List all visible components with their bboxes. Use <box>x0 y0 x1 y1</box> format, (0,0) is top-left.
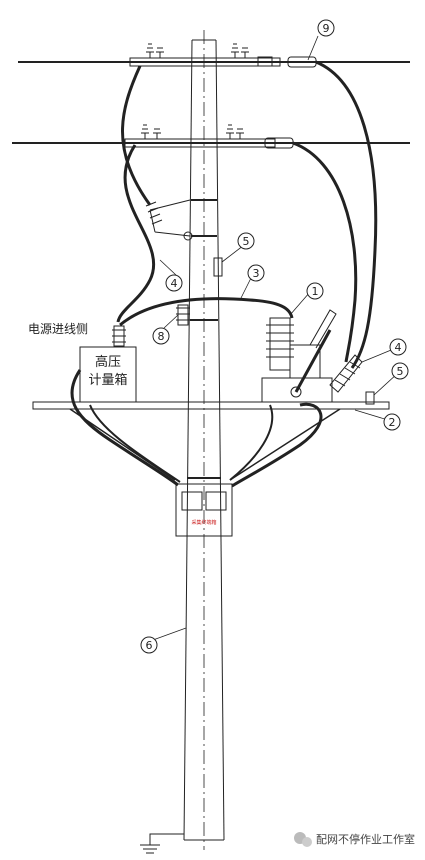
equipment-platform <box>32 401 390 410</box>
upper-insulator-right <box>231 43 273 67</box>
svg-text:9: 9 <box>323 22 330 35</box>
bracket-insulator <box>145 199 193 241</box>
callout-4-right: 4 <box>389 338 407 356</box>
callout-leaders <box>152 35 399 641</box>
watermark: 配网不停作业工作室 <box>294 832 415 847</box>
clamp-5-pole <box>213 257 223 277</box>
upper-crossarm <box>129 57 281 67</box>
callout-2: 2 <box>383 413 401 431</box>
cable-left-upper <box>116 65 156 323</box>
svg-text:6: 6 <box>146 639 153 652</box>
svg-text:3: 3 <box>253 267 260 280</box>
cable-3 <box>119 297 294 327</box>
vacuum-switch <box>261 317 333 403</box>
meter-box <box>79 346 137 403</box>
arrester-8 <box>176 304 190 326</box>
terminal-panel-label: 采集终端箱 <box>191 519 216 526</box>
utility-pole <box>183 30 225 850</box>
svg-text:4: 4 <box>395 341 402 354</box>
clamp-5-right <box>365 391 375 405</box>
lower-insulator-right <box>226 124 244 139</box>
svg-text:2: 2 <box>389 416 396 429</box>
meter-box-label-2: 计量箱 <box>88 372 127 388</box>
callout-1: 1 <box>306 282 324 300</box>
watermark-text: 配网不停作业工作室 <box>316 832 415 846</box>
svg-text:5: 5 <box>243 235 250 248</box>
svg-text:8: 8 <box>158 330 165 343</box>
cable-right-upper <box>315 60 378 369</box>
meter-box-bushing <box>112 325 126 347</box>
callout-8: 8 <box>152 327 170 345</box>
callout-5-upper: 5 <box>237 232 255 250</box>
callout-6: 6 <box>140 636 158 654</box>
upper-insulator-left <box>146 43 164 58</box>
terminal-panel <box>175 483 233 537</box>
meter-box-label-1: 高压 <box>95 354 121 370</box>
svg-text:1: 1 <box>312 285 319 298</box>
lower-insulator-left <box>141 124 161 139</box>
svg-text:4: 4 <box>171 277 178 290</box>
ground-symbol <box>140 833 184 854</box>
lower-crossarm <box>124 138 276 148</box>
callout-9: 9 <box>317 19 335 37</box>
callout-3: 3 <box>247 264 265 282</box>
svg-text:5: 5 <box>397 365 404 378</box>
source-side-label: 电源进线侧 <box>28 322 88 336</box>
callout-5-right: 5 <box>391 362 409 380</box>
callout-4-left: 4 <box>165 274 183 292</box>
down-cables <box>70 369 323 488</box>
switch-handle <box>309 309 337 349</box>
cable-right-lower <box>292 141 358 363</box>
